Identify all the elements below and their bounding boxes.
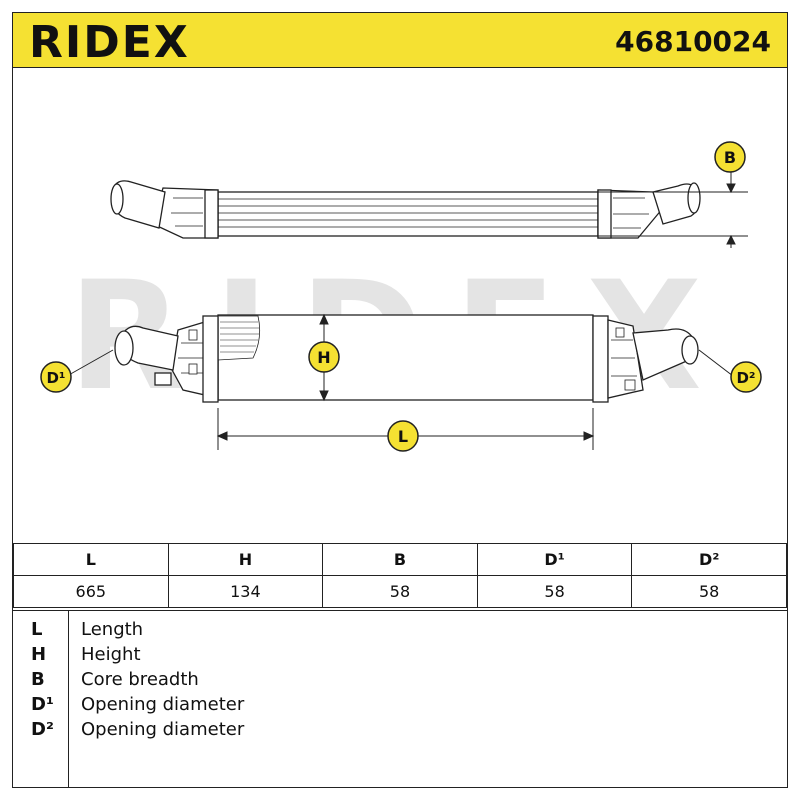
- part-number: 46810024: [615, 25, 771, 58]
- header-bar: RIDEX 46810024: [13, 13, 787, 68]
- top-view: [110, 180, 701, 239]
- legend-symbol: H: [31, 644, 47, 665]
- callout-l-label: L: [398, 427, 408, 446]
- brand-logo: RIDEX: [29, 17, 190, 68]
- value-cell-d2: 58: [631, 575, 787, 608]
- front-left-bracket: [154, 372, 172, 386]
- page-frame: [12, 12, 788, 788]
- top-left-opening: [110, 183, 124, 215]
- dimensions-header-row: L H B D¹ D²: [13, 543, 787, 576]
- legend-text: Opening diameter: [81, 694, 245, 715]
- front-right-opening: [681, 335, 699, 365]
- value-cell-l: 665: [13, 575, 169, 608]
- callout-d2-label: D²: [736, 369, 755, 387]
- drawing-svg: RIDEX: [40, 141, 762, 452]
- callout-h: H: [308, 341, 340, 373]
- legend: L Length H Height B Core breadth D¹ Open…: [13, 610, 787, 788]
- header-cell-d1: D¹: [476, 543, 633, 576]
- legend-symbol: L: [31, 619, 43, 640]
- callout-d2: D²: [698, 349, 762, 393]
- dimensions-table: L H B D¹ D² 665 134 58 58 58: [13, 543, 787, 608]
- front-left-flange: [202, 315, 219, 403]
- legend-symbol: D¹: [31, 694, 54, 715]
- callout-h-label: H: [317, 348, 330, 367]
- legend-divider: [68, 611, 69, 787]
- legend-text: Length: [81, 619, 144, 640]
- legend-text: Opening diameter: [81, 719, 245, 740]
- legend-text: Height: [81, 644, 141, 665]
- callout-d1-label: D¹: [46, 369, 65, 387]
- value-cell-d1: 58: [476, 575, 633, 608]
- header-cell-d2: D²: [631, 543, 787, 576]
- front-left-opening: [114, 330, 134, 366]
- callout-b: B: [714, 141, 746, 173]
- top-core-fins: [218, 198, 598, 228]
- top-right-opening: [687, 182, 701, 214]
- front-fin-lines: [220, 321, 259, 353]
- value-cell-h: 134: [167, 575, 324, 608]
- front-right-flange: [592, 315, 609, 403]
- header-cell-h: H: [167, 543, 324, 576]
- top-right-flange: [597, 189, 612, 239]
- callout-d1: D¹: [40, 349, 114, 393]
- top-left-flange: [204, 189, 219, 239]
- legend-text: Core breadth: [81, 669, 199, 690]
- legend-symbol: D²: [31, 719, 54, 740]
- front-core: [217, 314, 594, 401]
- header-cell-b: B: [322, 543, 478, 576]
- front-view: [114, 314, 699, 403]
- callout-l: L: [387, 420, 419, 452]
- callout-b-label: B: [724, 148, 736, 167]
- value-cell-b: 58: [322, 575, 478, 608]
- header-cell-l: L: [13, 543, 169, 576]
- technical-drawing: RIDEX: [13, 68, 787, 540]
- dimensions-value-row: 665 134 58 58 58: [13, 575, 787, 608]
- front-core-fin-patch: [217, 315, 261, 361]
- legend-symbol: B: [31, 669, 45, 690]
